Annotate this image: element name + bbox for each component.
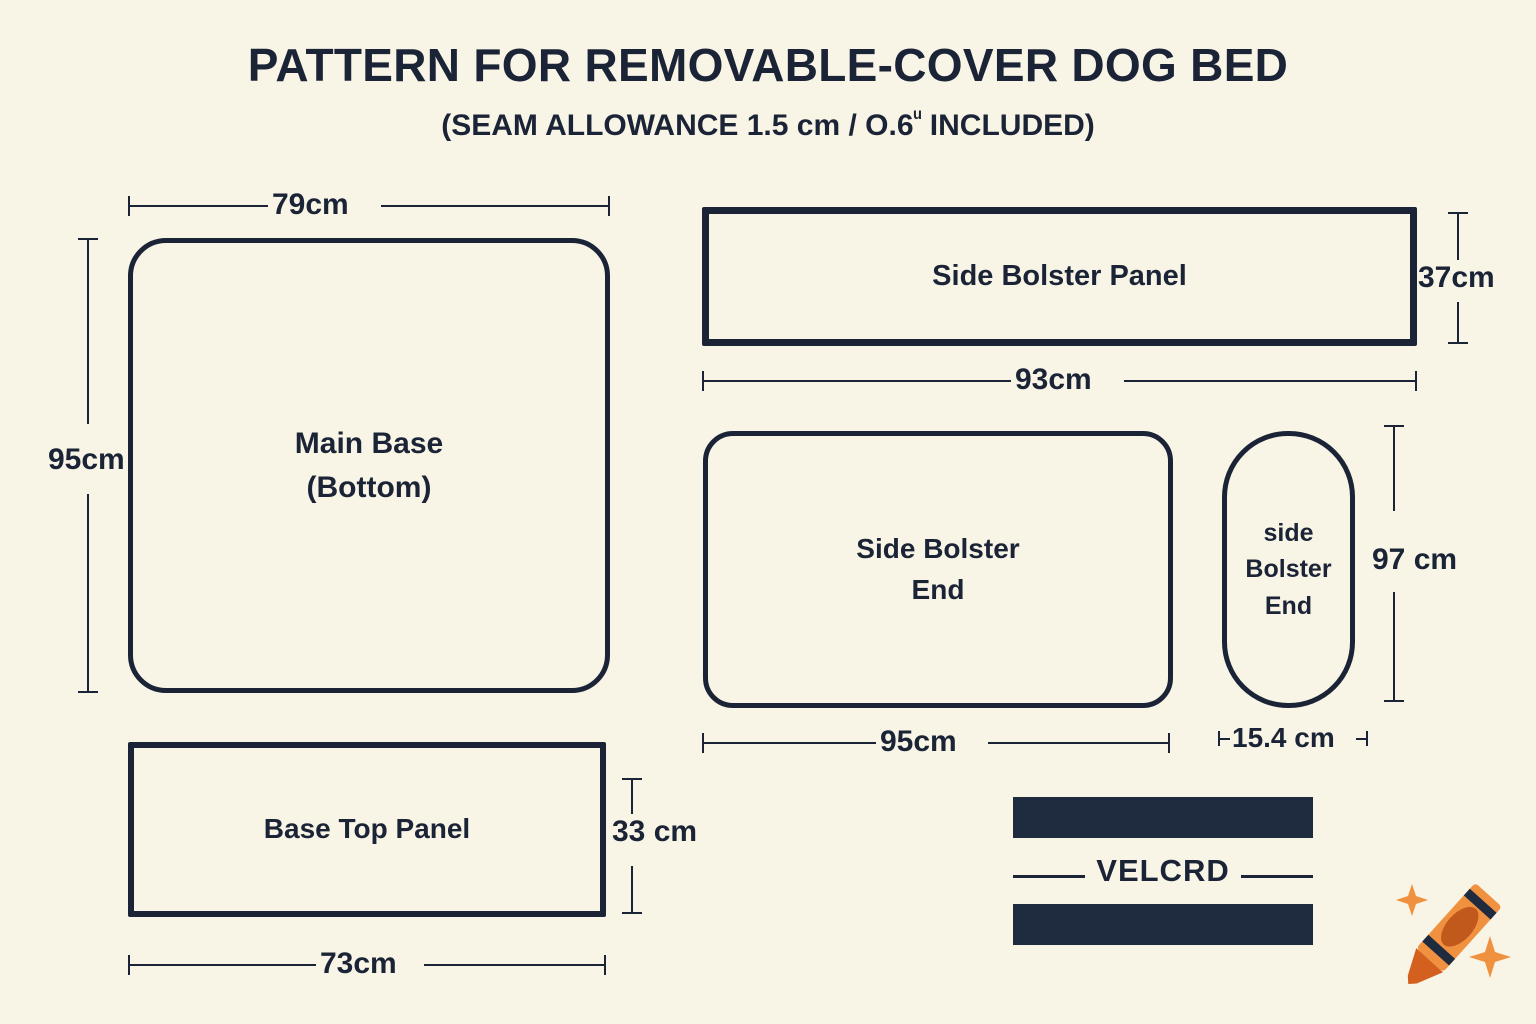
dim-37cm-cap-bottom xyxy=(1448,342,1468,344)
dim-97cm-line-bottom xyxy=(1393,592,1395,702)
side-bolster-end-label: Side Bolster End xyxy=(856,529,1019,610)
side-bolster-end-label-line1: Side Bolster xyxy=(856,532,1020,564)
dim-33cm-cap-bottom xyxy=(622,912,642,914)
subtitle-pre: (SEAM ALLOWANCE 1.5 cm / O.6 xyxy=(441,109,914,142)
dim-79cm-line-right xyxy=(381,205,610,207)
dim-33cm-line-bottom xyxy=(631,866,633,914)
subtitle-inch-mark: ᵘ xyxy=(913,104,922,129)
dim-95cm-line-bottom xyxy=(87,494,89,693)
dim-37cm-line-top xyxy=(1457,212,1459,260)
narrow-end-label-line1: side xyxy=(1263,519,1314,548)
velcro-strip-bottom xyxy=(1013,904,1313,945)
side-bolster-end-narrow-label: side Bolster End xyxy=(1245,515,1331,624)
main-base-label-line2: (Bottom) xyxy=(306,470,432,504)
dim-95cm-end-line-left xyxy=(702,742,876,744)
side-bolster-panel-label: Side Bolster Panel xyxy=(932,260,1187,293)
narrow-end-label-line2: Bolster xyxy=(1245,555,1332,584)
dim-97cm-cap-bottom xyxy=(1384,700,1404,702)
dim-95cm-cap-bottom xyxy=(78,691,98,693)
pattern-piece-base-top-panel[interactable]: Base Top Panel xyxy=(128,742,606,917)
velcro-label: VELCRD xyxy=(1096,853,1230,888)
velcro-strip-top xyxy=(1013,797,1313,838)
narrow-end-label-line3: End xyxy=(1264,591,1313,620)
dim-79cm-cap-right xyxy=(608,196,610,216)
dim-33cm-label: 33 cm xyxy=(612,815,698,848)
dim-73cm-line-right xyxy=(424,964,606,966)
pattern-piece-main-base[interactable]: Main Base (Bottom) xyxy=(128,238,610,693)
velcro-rule-left xyxy=(1013,875,1085,878)
dim-73cm-line-left xyxy=(128,964,316,966)
dim-37cm-label: 37cm xyxy=(1418,261,1495,294)
dim-95cm-end-label: 95cm xyxy=(880,725,957,758)
pattern-piece-side-bolster-end[interactable]: Side Bolster End xyxy=(703,431,1173,708)
pattern-piece-side-bolster-end-narrow[interactable]: side Bolster End xyxy=(1222,431,1355,708)
crayon-icon xyxy=(1378,862,1524,1008)
dim-95cm-end-line-right xyxy=(988,742,1170,744)
dim-37cm-line-bottom xyxy=(1457,302,1459,344)
dim-33cm-line-top xyxy=(631,778,633,814)
page-title: PATTERN FOR REMOVABLE-COVER DOG BED xyxy=(247,39,1289,91)
dim-73cm-cap-right xyxy=(604,955,606,975)
dim-79cm-label: 79cm xyxy=(272,188,349,221)
subtitle-post: INCLUDED) xyxy=(921,109,1095,142)
dim-95cm-end-cap-right xyxy=(1168,733,1170,753)
dim-79cm-line-left xyxy=(128,205,268,207)
pattern-piece-side-bolster-panel[interactable]: Side Bolster Panel xyxy=(702,207,1417,346)
dim-93cm-cap-right xyxy=(1415,371,1417,391)
main-base-label-line1: Main Base xyxy=(294,427,444,460)
dim-154cm-label: 15.4 cm xyxy=(1232,722,1335,753)
dim-93cm-line-right xyxy=(1124,380,1417,382)
dim-95cm-label: 95cm xyxy=(48,443,125,476)
side-bolster-end-label-line2: End xyxy=(911,573,965,605)
dim-93cm-line-left xyxy=(702,380,1011,382)
dim-93cm-label: 93cm xyxy=(1015,363,1092,396)
dim-154cm-tick-left xyxy=(1218,738,1230,740)
dim-154cm-cap-right xyxy=(1366,731,1368,746)
dim-97cm-label: 97 cm xyxy=(1372,543,1458,576)
dim-97cm-line-top xyxy=(1393,425,1395,511)
velcro-rule-right xyxy=(1241,875,1313,878)
dim-95cm-line-top xyxy=(87,238,89,424)
dim-154cm-tick-right xyxy=(1356,738,1368,740)
dim-73cm-label: 73cm xyxy=(320,947,397,980)
base-top-panel-label: Base Top Panel xyxy=(263,813,471,845)
page-subtitle: (SEAM ALLOWANCE 1.5 cm / O.6ᵘ INCLUDED) xyxy=(0,104,1536,143)
velcro-group: VELCRD xyxy=(1013,797,1313,945)
main-base-label: Main Base (Bottom) xyxy=(295,422,443,509)
